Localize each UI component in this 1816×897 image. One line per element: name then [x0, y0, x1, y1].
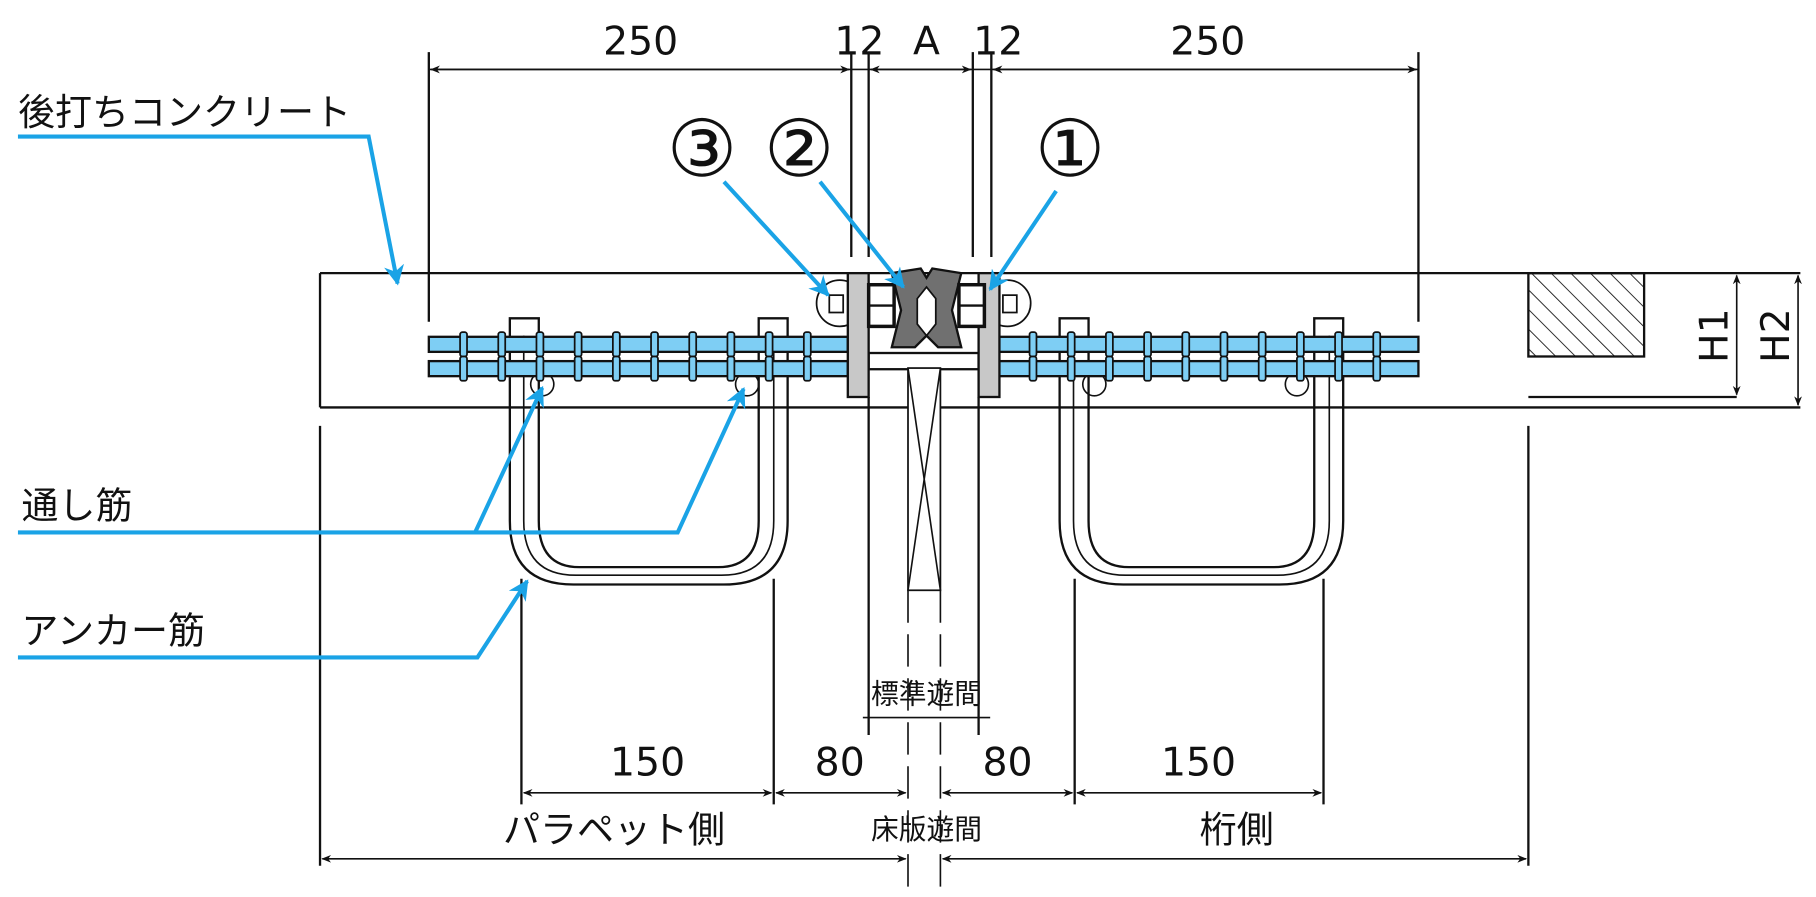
parapet-side-label: パラペット側: [503, 809, 725, 852]
rebar-rib: [611, 331, 621, 358]
rebar-rib: [1219, 355, 1229, 382]
rebar-rib: [802, 355, 812, 382]
rebar-rib: [1296, 331, 1305, 358]
callout-2: ②: [764, 103, 835, 195]
rebar-rib: [459, 331, 468, 358]
rebar-rib: [1143, 331, 1152, 358]
rebar-rib: [1143, 355, 1152, 382]
h1-label: H1: [1691, 308, 1737, 363]
h2-label: H2: [1753, 308, 1799, 363]
rebar-rib: [573, 331, 583, 358]
callout-1: ①: [1035, 103, 1106, 195]
side-labels: 後打ちコンクリート 通し筋 アンカー筋: [18, 91, 746, 660]
rebar-rib: [1372, 331, 1382, 358]
anchor-bars: [508, 317, 1345, 586]
through-bar-label: 通し筋: [21, 485, 132, 528]
dim-80-left: 80: [815, 739, 865, 785]
girder-side-label: 桁側: [1200, 809, 1274, 852]
rebar-rib: [497, 355, 507, 382]
rebar-rib: [535, 355, 545, 382]
dim-150-right: 150: [1161, 739, 1236, 785]
rebar-rib: [764, 355, 774, 382]
standard-gap-label: 標準遊間: [871, 678, 982, 711]
dim-12-right: 12: [973, 18, 1023, 64]
rebar-rib: [573, 355, 583, 382]
rebar-rib: [688, 355, 698, 382]
rebar-rib: [535, 331, 545, 358]
dim-12-left: 12: [834, 18, 884, 64]
left-plate: [846, 271, 870, 399]
hatched-section: [1527, 271, 1646, 358]
bottom-dimensions: 150 80 80 150 パラペット側 桁側 床版遊間 標準遊間: [321, 578, 1528, 863]
rebar-rib: [650, 331, 659, 358]
rebar-rib: [1372, 355, 1382, 382]
rebar-rib: [726, 331, 736, 358]
rebar-rib: [1257, 331, 1267, 358]
rebar: [997, 335, 1420, 354]
rebar-rib: [764, 331, 774, 358]
rebar: [997, 359, 1420, 378]
dim-80-right: 80: [982, 739, 1032, 785]
dim-250-right: 250: [1170, 18, 1245, 64]
concrete-block: [318, 271, 1801, 866]
expansion-joint: [815, 267, 1032, 897]
callouts: ③ ② ①: [667, 103, 1106, 297]
slab-gap-label: 床版遊間: [871, 813, 982, 846]
dim-250-left: 250: [603, 18, 678, 64]
top-dimensions: 250 12 A 12 250: [427, 18, 1420, 322]
rebar-rib: [650, 355, 659, 382]
dim-150-left: 150: [610, 739, 685, 785]
callout-3: ③: [667, 103, 738, 195]
rebar-rib: [497, 331, 507, 358]
rebar-rib: [1028, 355, 1038, 382]
rebar-rib: [726, 355, 736, 382]
rebar-rib: [1181, 331, 1191, 358]
rebar-rib: [1181, 355, 1191, 382]
height-dimensions: H1 H2: [1691, 274, 1802, 407]
rebar-rib: [1296, 355, 1305, 382]
rebar-rib: [1028, 331, 1038, 358]
rebar-rib: [1334, 355, 1343, 382]
rebar-rib: [1219, 331, 1229, 358]
rebar-rib: [688, 331, 698, 358]
rebar-rib: [1257, 355, 1267, 382]
rebar-rib: [802, 331, 812, 358]
rebar-rib: [1105, 331, 1114, 358]
rebar-rib: [1066, 355, 1076, 382]
concrete-label: 後打ちコンクリート: [18, 91, 351, 134]
rebar-rib: [611, 355, 621, 382]
rebar: [427, 335, 849, 354]
rebar-rib: [1105, 355, 1114, 382]
rebar-rib: [459, 355, 468, 382]
rebar-rib: [1334, 331, 1343, 358]
rebar: [427, 359, 849, 378]
dim-a: A: [913, 18, 940, 64]
rebar-rib: [1066, 331, 1076, 358]
anchor-bar-label: アンカー筋: [21, 610, 205, 653]
